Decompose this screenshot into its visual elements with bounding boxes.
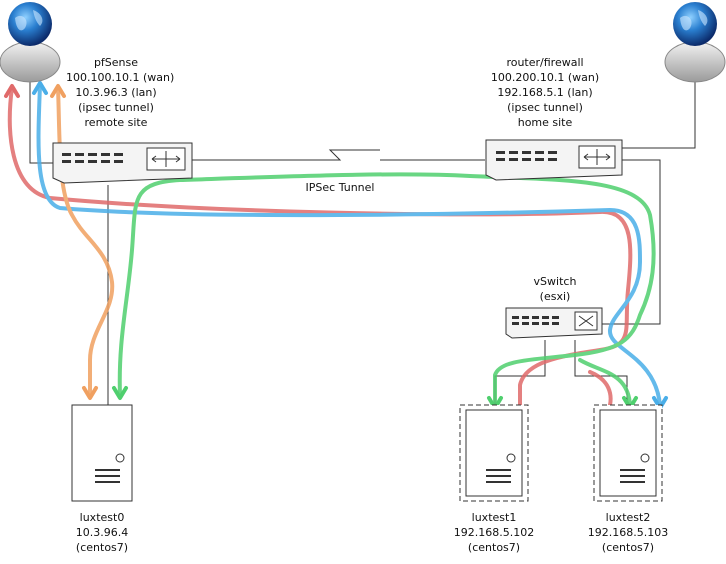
pfsense-wan: 100.100.10.1 (wan) xyxy=(66,71,175,84)
pfsense-label: pfSense 100.100.10.1 (wan) 10.3.96.3 (la… xyxy=(66,55,175,130)
pfsense-site: remote site xyxy=(84,116,148,129)
luxtest0-label: luxtest0 10.3.96.4 (centos7) xyxy=(57,510,147,555)
router-site: home site xyxy=(517,116,573,129)
luxtest2-ip: 192.168.5.103 xyxy=(587,526,669,539)
router-lan: 192.168.5.1 (lan) xyxy=(497,86,593,99)
switch-icon xyxy=(505,307,603,339)
pfsense-ipsec: (ipsec tunnel) xyxy=(78,101,154,114)
luxtest1-name: luxtest1 xyxy=(471,511,517,524)
luxtest1-os: (centos7) xyxy=(467,541,521,554)
server-icon xyxy=(593,404,663,502)
luxtest0-ip: 10.3.96.4 xyxy=(75,526,129,539)
path-orange xyxy=(56,86,115,397)
luxtest1-label: luxtest1 192.168.5.102 (centos7) xyxy=(444,510,544,555)
vswitch-label: vSwitch (esxi) xyxy=(520,274,590,304)
luxtest2-name: luxtest2 xyxy=(605,511,651,524)
vswitch-name: vSwitch xyxy=(533,275,577,288)
server-icon xyxy=(71,404,133,502)
link-internet-pfsense xyxy=(29,80,55,164)
luxtest2-label: luxtest2 192.168.5.103 (centos7) xyxy=(578,510,678,555)
arrowheads xyxy=(4,81,668,410)
pfsense-name: pfSense xyxy=(93,56,139,69)
router-ipsec: (ipsec tunnel) xyxy=(507,101,583,114)
router-name: router/firewall xyxy=(506,56,584,69)
router-icon xyxy=(485,139,623,181)
luxtest0-name: luxtest0 xyxy=(79,511,125,524)
path-blue xyxy=(36,83,662,407)
vswitch-sub: (esxi) xyxy=(539,290,571,303)
router-icon xyxy=(52,142,193,184)
server-icon xyxy=(459,404,529,502)
pfsense-lan: 10.3.96.3 (lan) xyxy=(75,86,157,99)
luxtest1-ip: 192.168.5.102 xyxy=(453,526,535,539)
luxtest2-os: (centos7) xyxy=(601,541,655,554)
router-label: router/firewall 100.200.10.1 (wan) 192.1… xyxy=(485,55,605,130)
lightning-icon xyxy=(300,149,380,161)
globe-icon xyxy=(664,2,726,83)
router-wan: 100.200.10.1 (wan) xyxy=(490,71,600,84)
luxtest0-os: (centos7) xyxy=(75,541,129,554)
link-internet-router xyxy=(622,80,696,149)
link-router-vswitch xyxy=(602,159,661,325)
tunnel-label: IPSec Tunnel xyxy=(305,181,375,194)
globe-icon xyxy=(0,2,61,83)
